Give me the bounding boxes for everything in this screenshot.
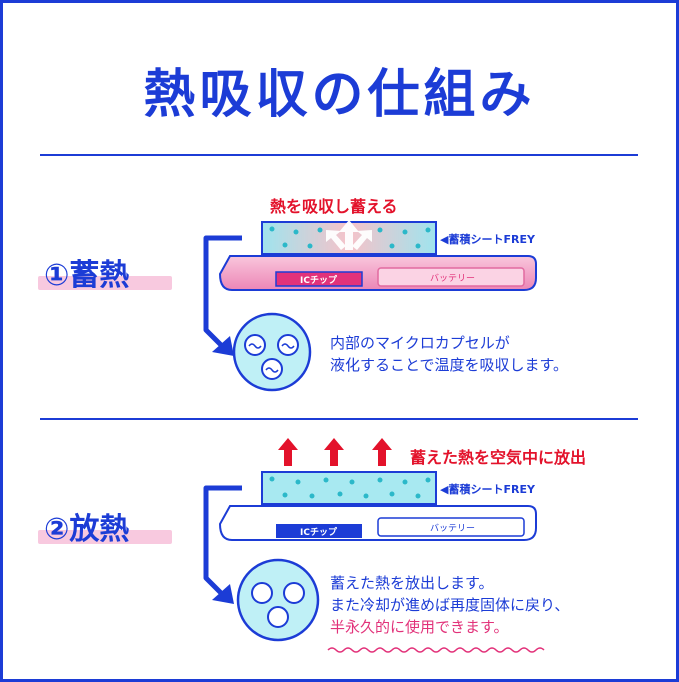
flow-arrow-2 [203, 485, 242, 604]
section2-label: ②放熱 [44, 512, 130, 547]
device-2 [218, 471, 537, 541]
section2-desc-line2: また冷却が進めば再度固体に戻り、 [330, 596, 570, 614]
section1-sheet-label: ◀蓄積シートFREY [440, 233, 535, 246]
section1-desc-line2: 液化することで温度を吸収します。 [330, 356, 569, 374]
capsule-circle-liquid [232, 312, 312, 392]
section1-caption: 熱を吸収し蓄える [270, 197, 398, 216]
section1-desc-line1: 内部のマイクロカプセルが [330, 334, 510, 352]
section2-desc-line3: 半永久的に使用できます。 [330, 618, 509, 636]
section1-highlight [38, 276, 172, 290]
release-arrows [278, 438, 392, 466]
section1-label: ①蓄熱 [44, 258, 130, 293]
section1-description: 内部のマイクロカプセルが 液化することで温度を吸収します。 [330, 332, 568, 376]
wavy-underline [327, 647, 545, 653]
divider-middle [40, 418, 638, 420]
section2-desc-line1: 蓄えた熱を放出します。 [330, 574, 494, 592]
capsule-circle-solid [236, 558, 320, 642]
divider-top [40, 154, 638, 156]
page-title: 熱吸収の仕組み [143, 65, 536, 125]
section2-chip-label: ICチップ [300, 528, 337, 538]
section2-highlight [38, 530, 172, 544]
section2-battery-label: バッテリー [430, 524, 476, 534]
flow-arrow-1 [203, 235, 242, 356]
section2-description: 蓄えた熱を放出します。 また冷却が進めば再度固体に戻り、 半永久的に使用できます… [330, 572, 569, 638]
section2-sheet-label: ◀蓄積シートFREY [440, 483, 535, 496]
section1-chip-label: ICチップ [300, 276, 337, 286]
section2-caption: 蓄えた熱を空気中に放出 [410, 448, 587, 467]
device-1 [218, 220, 537, 291]
section1-battery-label: バッテリー [430, 274, 476, 284]
